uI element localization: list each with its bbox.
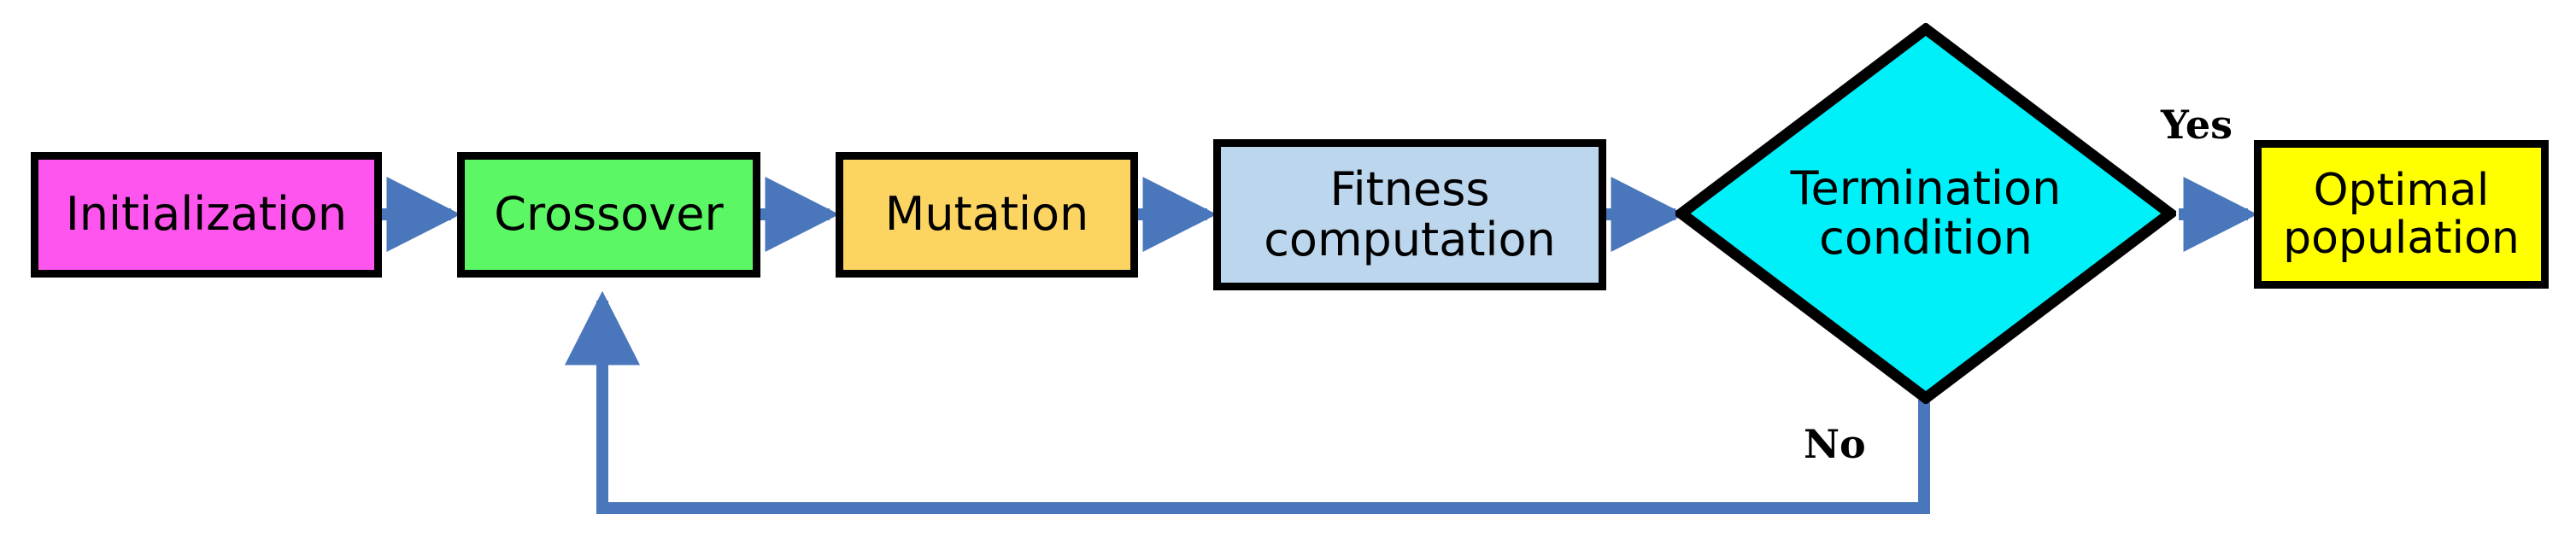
node-initialization[interactable]: Initialization (31, 152, 382, 278)
node-optimal-population-label: Optimal population (2283, 164, 2520, 264)
node-fitness-computation[interactable]: Fitness computation (1213, 139, 1606, 290)
node-mutation[interactable]: Mutation (836, 152, 1138, 278)
edge-label-yes: Yes (2161, 102, 2233, 148)
node-mutation-label: Mutation (884, 187, 1089, 242)
node-crossover[interactable]: Crossover (457, 152, 760, 278)
diamond-shape (1675, 23, 2176, 404)
node-optimal-population[interactable]: Optimal population (2254, 140, 2549, 289)
node-termination-condition[interactable]: Termination condition (1675, 23, 2176, 404)
node-fitness-computation-label: Fitness computation (1264, 162, 1556, 266)
edge-label-no: No (1804, 421, 1866, 467)
node-crossover-label: Crossover (494, 187, 724, 242)
node-initialization-label: Initialization (65, 187, 348, 242)
